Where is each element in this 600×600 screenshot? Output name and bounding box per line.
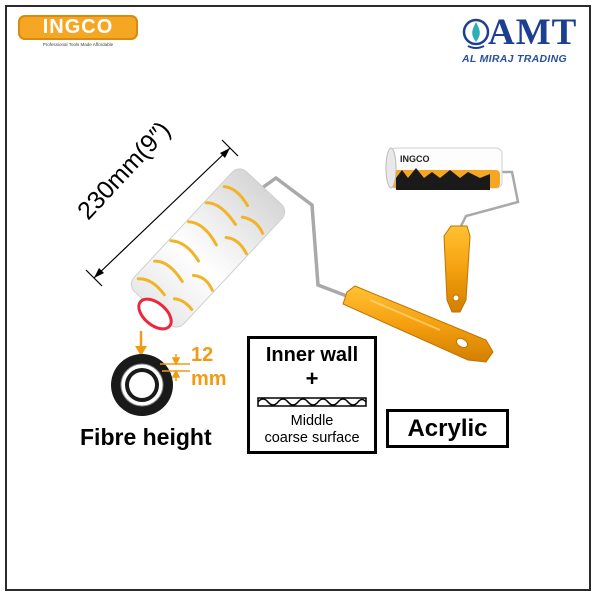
surface-line-2: coarse surface (264, 430, 360, 446)
large-roller-frame (260, 175, 354, 300)
surface-plus: + (305, 366, 319, 391)
small-roller: INGCO (385, 147, 520, 313)
seller-subtitle: AL MIRAJ TRADING (462, 53, 567, 65)
large-roller-handle (342, 285, 494, 363)
fibre-height-unit: mm (191, 368, 227, 390)
amt-emblem-icon (462, 18, 490, 49)
fibre-height-value: 12 (191, 344, 214, 366)
surface-type-box: Inner wall + Middle coarse surface (247, 336, 377, 454)
brand-tagline: Professional Tools Made Affordable (42, 42, 114, 47)
amt-logo: AMT AL MIRAJ TRADING (462, 12, 588, 70)
fibre-cross-section (111, 354, 173, 416)
seller-name: AMT (488, 12, 578, 53)
material-label: Acrylic (407, 414, 488, 442)
ingco-logo: INGCO Professional Tools Made Affordable (18, 15, 138, 49)
surface-title: Inner wall (265, 344, 359, 366)
large-roller-cover (130, 168, 286, 331)
brand-name: INGCO (42, 16, 114, 38)
surface-line-1: Middle (290, 413, 334, 429)
image-frame (5, 5, 591, 591)
fibre-arrow-icon (135, 331, 147, 356)
ingco-badge: INGCO (18, 15, 138, 40)
fibre-height-marker (160, 354, 190, 381)
dimension-arrow (85, 139, 239, 287)
coarse-surface-icon (257, 397, 367, 407)
material-box: Acrylic (386, 409, 509, 448)
fibre-height-caption: Fibre height (80, 424, 212, 450)
svg-text:INGCO: INGCO (400, 154, 430, 164)
